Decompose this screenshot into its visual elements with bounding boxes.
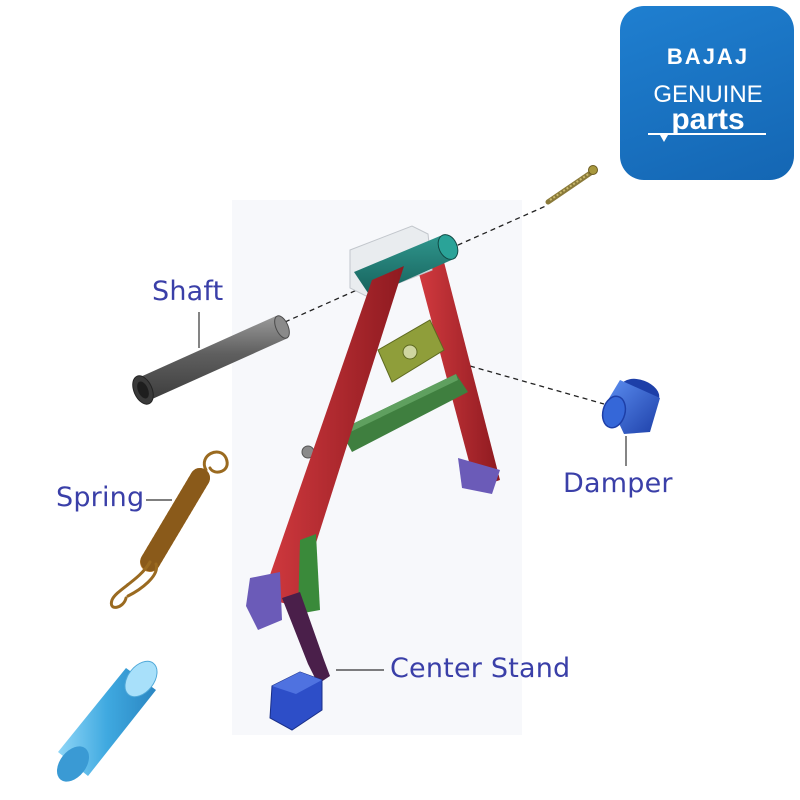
center-stand-label: Center Stand xyxy=(390,653,571,684)
damper-part xyxy=(601,378,660,434)
damper-label: Damper xyxy=(563,468,673,499)
pin-part xyxy=(545,165,598,205)
center-stand-part xyxy=(246,225,500,731)
spring-part xyxy=(109,450,229,609)
spring-label: Spring xyxy=(56,482,145,513)
svg-text:parts: parts xyxy=(671,103,744,136)
svg-text:BAJAJ: BAJAJ xyxy=(667,44,749,69)
svg-text:GENUINE: GENUINE xyxy=(653,81,762,108)
tube-part xyxy=(56,660,158,782)
shaft-label: Shaft xyxy=(152,276,224,307)
shaft-axis-dashed-line xyxy=(284,204,549,323)
shaft-part xyxy=(132,315,290,405)
bajaj-genuine-parts-logo: BAJAJ GENUINE parts xyxy=(620,6,794,180)
